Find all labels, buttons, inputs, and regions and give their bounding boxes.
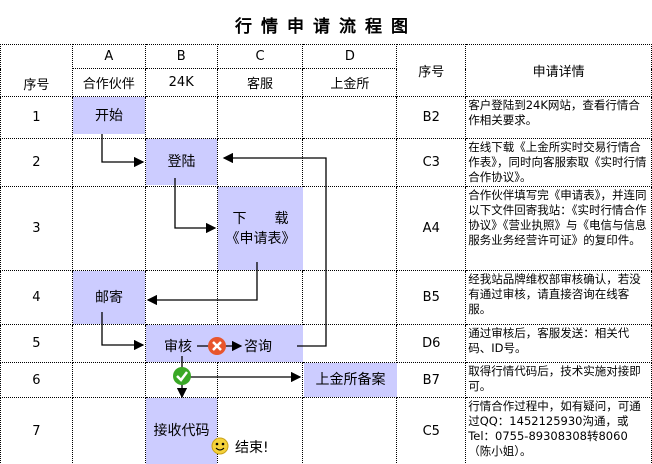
row-detail: 在线下载《上金所实时交易行情合作表》，同时向客服索取《实时行情合作协议》。 — [465, 138, 652, 187]
header-col-d: 上金所 — [302, 68, 398, 97]
row-number: 3 — [0, 186, 73, 271]
step-review: 审核 — [164, 339, 192, 355]
row-number: 7 — [0, 397, 73, 464]
row-number: 2 — [0, 138, 73, 187]
step-receive: 接收代码 — [146, 398, 217, 464]
row-code: B2 — [396, 96, 467, 139]
row-detail: 取得行情代码后，技术实施对接即可。 — [465, 362, 652, 398]
row-detail: 合作伙伴填写完《申请表》，并连同以下文件回寄我站：《实时行情合作协议》《营业执照… — [465, 186, 652, 271]
row-detail: 行情合作过程中，如有疑问，可通过QQ：1452125930沟通，或Tel：075… — [465, 397, 652, 464]
arrow-mail-review — [101, 312, 145, 351]
header-seq2: 序号 — [396, 44, 467, 97]
approve-icon — [173, 367, 191, 385]
row-code: C3 — [396, 138, 467, 187]
step-start: 开始 — [73, 97, 145, 134]
header-col-d-letter: D — [302, 44, 398, 69]
arrow-login-download — [174, 178, 217, 234]
step-mail: 邮寄 — [73, 271, 145, 324]
step-record: 上金所备案 — [304, 363, 397, 397]
step-login: 登陆 — [146, 139, 217, 185]
arrow-consult-login — [222, 152, 327, 347]
row-detail: 客户登陆到24K网站，查看行情合作相关要求。 — [465, 96, 652, 139]
header-col-c-letter: C — [216, 44, 304, 69]
header-seq: 序号 — [0, 44, 73, 97]
row-code: A4 — [396, 186, 467, 271]
download-line1: 下 载 — [232, 210, 289, 227]
arrow-download-mail — [146, 262, 258, 306]
row-code: C5 — [396, 397, 467, 464]
end-label: 结束! — [235, 440, 269, 456]
smiley-icon — [211, 437, 229, 455]
header-details: 申请详情 — [465, 44, 652, 97]
reject-icon — [208, 337, 226, 355]
arrow-start-login — [101, 134, 145, 168]
page-title: 行情申请流程图 — [235, 17, 417, 37]
row-number: 5 — [0, 324, 73, 363]
step-download: 下 载 《申请表》 — [218, 187, 303, 270]
row-detail: 经我站品牌维权部审核确认，若没有通过审核，请直接咨询在线客服。 — [465, 270, 652, 325]
download-line2: 《申请表》 — [225, 230, 296, 247]
header-col-c: 客服 — [216, 68, 304, 97]
row-detail: 通过审核后，客服发送：相关代码、ID号。 — [465, 324, 652, 363]
step-consult: 咨询 — [244, 339, 272, 355]
